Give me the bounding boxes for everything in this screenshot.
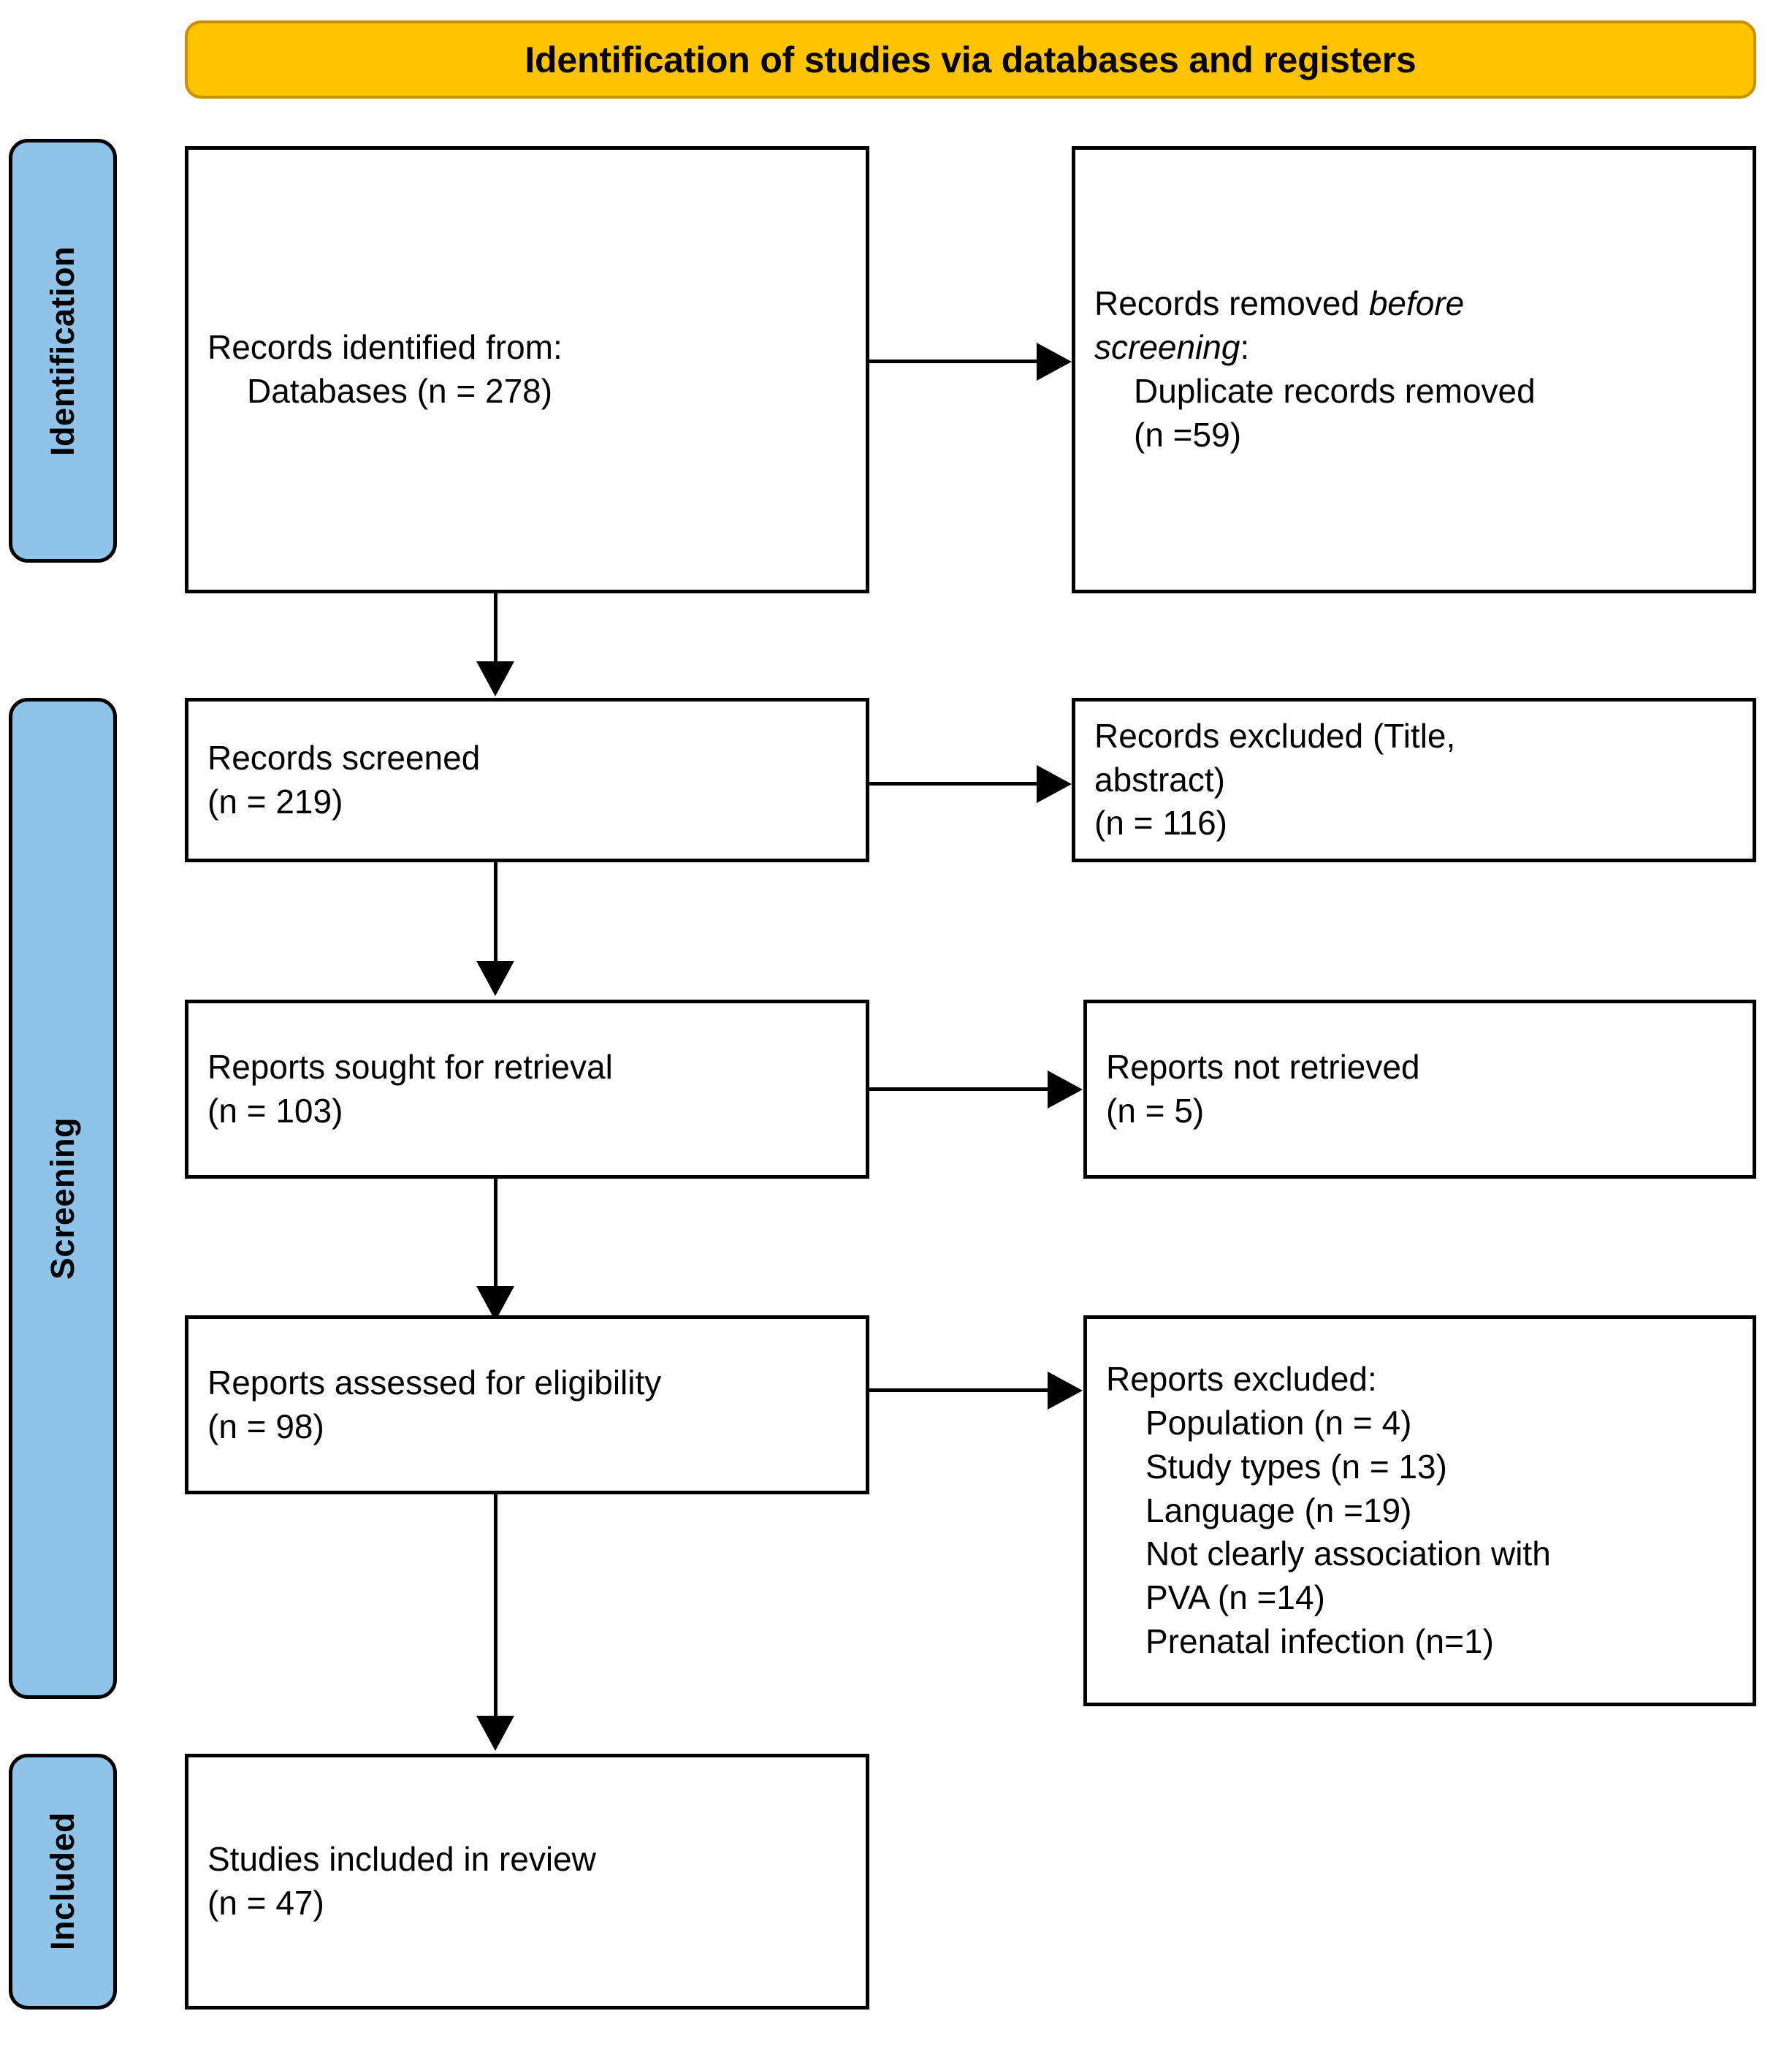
records-screened-line-1: Records screened — [207, 738, 481, 777]
box-records-removed: Records removed before screening: Duplic… — [1072, 146, 1756, 593]
stage-label-screening-text: Screening — [44, 1117, 81, 1280]
records-removed-line-1: Records removed before — [1094, 282, 1734, 326]
reports-excluded-reason: Language (n =19) — [1145, 1491, 1412, 1529]
reports-assessed-line-2: (n = 98) — [207, 1407, 324, 1445]
connector-screened-to-excluded-arrowhead — [1037, 765, 1072, 803]
reports-excluded-reason: Study types (n = 13) — [1145, 1447, 1447, 1486]
records-identified-line-1: Records identified from: — [207, 328, 563, 367]
reports-not-retrieved-line-2: (n = 5) — [1106, 1091, 1205, 1130]
records-removed-line-2: screening: — [1094, 326, 1734, 370]
reports-excluded-reason: Population (n = 4) — [1145, 1404, 1412, 1442]
box-reports-assessed: Reports assessed for eligibility (n = 98… — [185, 1315, 869, 1494]
records-removed-line-3: Duplicate records removed — [1134, 372, 1536, 410]
records-excluded-line-3: (n = 116) — [1094, 804, 1227, 843]
connector-identified-to-screened-arrowhead — [476, 661, 514, 696]
connector-assessed-to-included-arrowhead — [476, 1716, 514, 1751]
records-excluded-line-1: Records excluded (Title, — [1094, 716, 1456, 755]
reports-excluded-header: Reports excluded: — [1106, 1360, 1377, 1399]
connector-identified-to-screened-line — [494, 593, 497, 665]
reports-assessed-line-1: Reports assessed for eligibility — [207, 1363, 662, 1402]
records-removed-text-before: before — [1368, 284, 1465, 323]
records-removed-text-screening: screening — [1094, 328, 1240, 367]
box-records-excluded: Records excluded (Title, abstract) (n = … — [1072, 698, 1756, 862]
box-studies-included: Studies included in review (n = 47) — [185, 1754, 869, 2010]
stage-label-identification-text: Identification — [44, 246, 81, 456]
records-removed-line-4: (n =59) — [1134, 415, 1242, 454]
stage-label-included-text: Included — [44, 1812, 81, 1951]
connector-sought-to-notretrieved-line — [869, 1087, 1048, 1091]
studies-included-line-2: (n = 47) — [207, 1884, 324, 1922]
records-identified-line-2: Databases (n = 278) — [247, 372, 553, 410]
stage-label-identification: Identification — [9, 139, 117, 563]
reports-sought-line-2: (n = 103) — [207, 1091, 343, 1130]
box-records-screened: Records screened (n = 219) — [185, 698, 869, 862]
studies-included-line-1: Studies included in review — [207, 1840, 596, 1879]
connector-sought-to-notretrieved-arrowhead — [1048, 1071, 1083, 1109]
connector-identified-to-removed-arrowhead — [1037, 343, 1072, 381]
diagram-title-banner: Identification of studies via databases … — [185, 20, 1756, 99]
records-removed-text-colon: : — [1240, 328, 1250, 367]
connector-screened-to-sought-line — [494, 862, 497, 965]
connector-assessed-to-excluded-arrowhead — [1048, 1372, 1083, 1410]
reports-excluded-reason: PVA (n =14) — [1145, 1578, 1325, 1617]
box-reports-sought: Reports sought for retrieval (n = 103) — [185, 1000, 869, 1179]
connector-screened-to-sought-arrowhead — [476, 961, 514, 996]
reports-excluded-reason: Not clearly association with — [1145, 1535, 1551, 1573]
reports-excluded-reason: Prenatal infection (n=1) — [1145, 1621, 1494, 1660]
connector-screened-to-excluded-line — [869, 782, 1037, 786]
diagram-title: Identification of studies via databases … — [525, 39, 1417, 80]
reports-not-retrieved-line-1: Reports not retrieved — [1106, 1047, 1420, 1086]
stage-label-included: Included — [9, 1754, 117, 2010]
records-excluded-line-2: abstract) — [1094, 760, 1225, 799]
connector-sought-to-assessed-line — [494, 1179, 497, 1290]
records-screened-line-2: (n = 219) — [207, 782, 343, 821]
connector-assessed-to-excluded-line — [869, 1388, 1048, 1392]
box-reports-excluded: Reports excluded: Population (n = 4) Stu… — [1083, 1315, 1756, 1706]
reports-sought-line-1: Reports sought for retrieval — [207, 1047, 613, 1086]
box-records-identified: Records identified from: Databases (n = … — [185, 146, 869, 593]
box-reports-not-retrieved: Reports not retrieved (n = 5) — [1083, 1000, 1756, 1179]
records-removed-text-a: Records removed — [1094, 284, 1369, 323]
connector-assessed-to-included-line — [494, 1494, 497, 1717]
connector-identified-to-removed-line — [869, 360, 1037, 363]
stage-label-screening: Screening — [9, 698, 117, 1699]
